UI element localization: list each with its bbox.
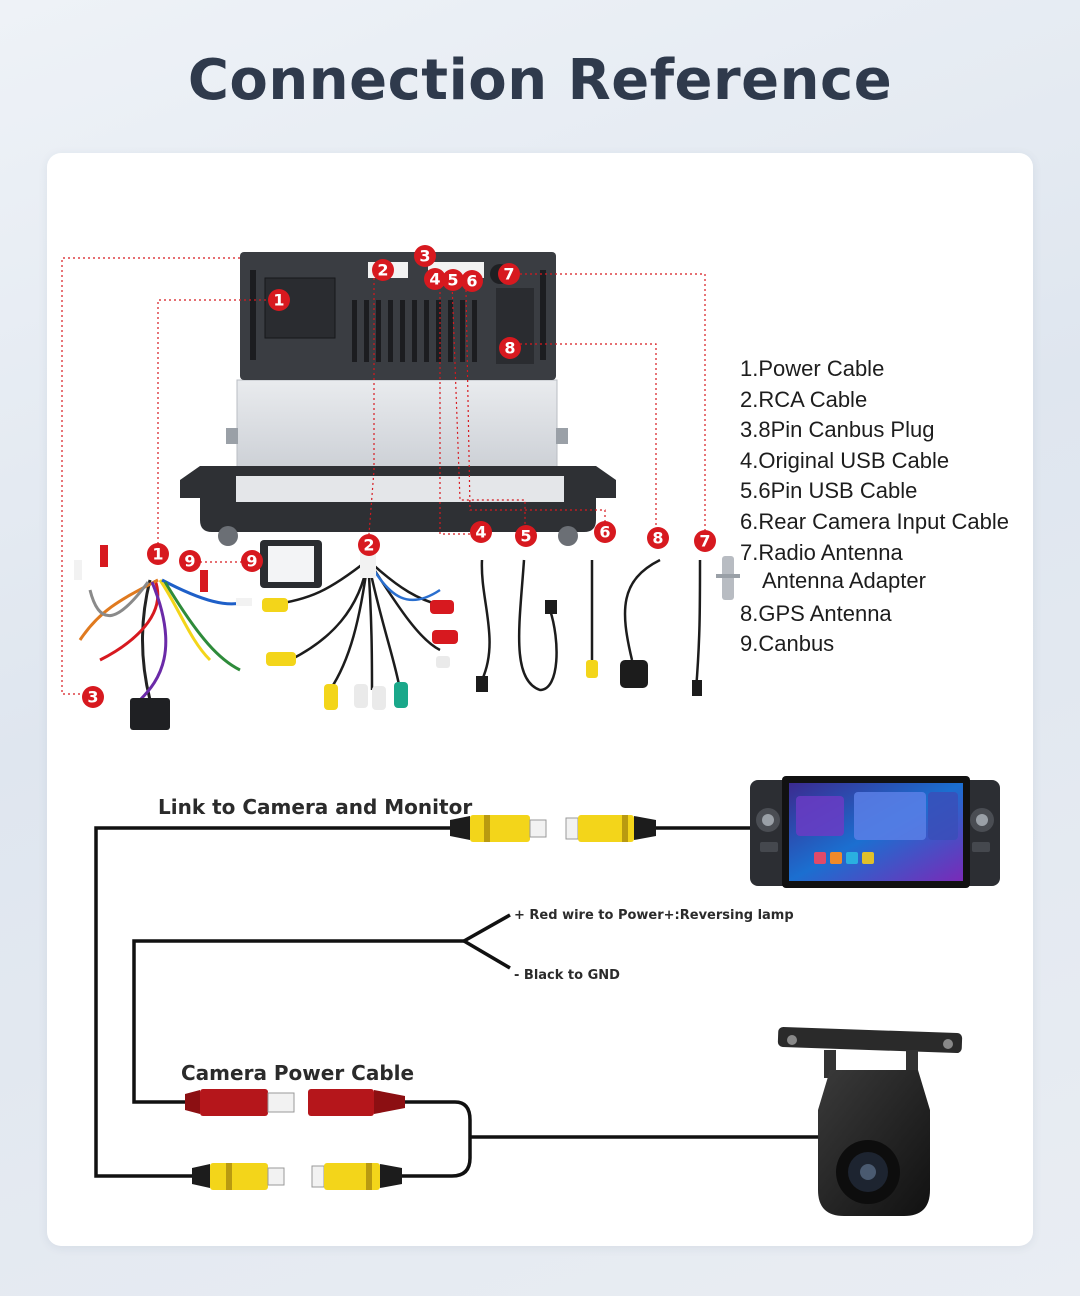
power-caption: Camera Power Cable [181, 1061, 414, 1085]
badge-1-label: 1 [273, 291, 284, 310]
badge-6-label: 6 [466, 272, 477, 291]
antenna-adapter [716, 556, 740, 600]
badge-6-cable-label: 6 [599, 523, 610, 542]
legend-item: 3.8Pin Canbus Plug [740, 415, 1060, 446]
camera-wiring [96, 828, 820, 1176]
rear-camera [778, 1027, 963, 1216]
red-wire-note: + Red wire to Power+:Reversing lamp [514, 908, 794, 923]
badge-5-cable: 5 [515, 525, 537, 547]
legend-item: 2.RCA Cable [740, 385, 1060, 416]
badge-9-box-label: 9 [246, 552, 257, 571]
legend-item-label: 8.GPS Antenna [740, 601, 892, 626]
badge-7-cable: 7 [694, 530, 716, 552]
badge-7-label: 7 [503, 265, 514, 284]
badge-2: 2 [372, 259, 394, 281]
badge-1-cable: 1 [147, 543, 169, 565]
badge-3: 3 [414, 245, 436, 267]
usb-plug [545, 600, 557, 614]
legend-item-label: 4.Original USB Cable [740, 448, 949, 473]
canbus-box [260, 540, 322, 588]
usb-plug [476, 676, 488, 692]
gps-antenna-puck [620, 660, 648, 688]
badge-1-cable-label: 1 [152, 545, 163, 564]
legend-item-label: 6.Rear Camera Input Cable [740, 509, 1009, 534]
power-plug [130, 698, 170, 730]
link-caption: Link to Camera and Monitor [158, 795, 472, 819]
legend-item: 8.GPS Antenna [740, 599, 1060, 630]
badge-4-cable: 4 [470, 521, 492, 543]
legend-item-label: 7.Radio Antenna [740, 540, 903, 565]
legend-item-label: 1.Power Cable [740, 356, 884, 381]
legend-item: 5.6Pin USB Cable [740, 476, 1060, 507]
badge-4-cable-label: 4 [475, 523, 486, 542]
badge-3-label: 3 [419, 247, 430, 266]
badge-7: 7 [498, 263, 520, 285]
badge-2-cable-label: 2 [363, 536, 374, 555]
black-wire-note: - Black to GND [514, 968, 620, 983]
rca-plug-link-right [566, 815, 656, 842]
badge-7-cable-label: 7 [699, 532, 710, 551]
badge-5: 5 [442, 269, 464, 291]
power-harness [80, 580, 250, 700]
legend-item-label: 5.6Pin USB Cable [740, 478, 917, 503]
badge-1: 1 [268, 289, 290, 311]
legend-item-sublabel: Antenna Adapter [740, 566, 1060, 596]
badge-9-box: 9 [241, 550, 263, 572]
legend-item: 9.Canbus [740, 629, 1060, 660]
badge-2-cable: 2 [358, 534, 380, 556]
badge-8-cable: 8 [647, 527, 669, 549]
badge-4-label: 4 [429, 270, 440, 289]
badge-6: 6 [461, 270, 483, 292]
badge-8: 8 [499, 337, 521, 359]
rca-plug-camera-left [192, 1163, 284, 1190]
badge-8-cable-label: 8 [652, 529, 663, 548]
head-unit-rear [180, 252, 616, 546]
badge-6-cable: 6 [594, 521, 616, 543]
legend-item-label: 9.Canbus [740, 631, 834, 656]
legend-item: 1.Power Cable [740, 354, 1060, 385]
legend-item: 4.Original USB Cable [740, 446, 1060, 477]
badge-9-cable-label: 9 [184, 552, 195, 571]
legend-item-label: 2.RCA Cable [740, 387, 867, 412]
badge-3-cable-label: 3 [87, 688, 98, 707]
badge-5-cable-label: 5 [520, 527, 531, 546]
badge-9-cable: 9 [179, 550, 201, 572]
dc-plug-left [185, 1089, 294, 1116]
dc-plug-right [308, 1089, 405, 1116]
legend-item: 6.Rear Camera Input Cable [740, 507, 1060, 538]
rca-plug-camera-right [312, 1163, 402, 1190]
car-stereo-monitor [750, 776, 1000, 888]
badge-5-label: 5 [447, 271, 458, 290]
badge-8-label: 8 [504, 339, 515, 358]
rca-plug-link-left [450, 815, 546, 842]
badge-3-cable: 3 [82, 686, 104, 708]
legend-item-label: 3.8Pin Canbus Plug [740, 417, 934, 442]
cable-legend: 1.Power Cable 2.RCA Cable 3.8Pin Canbus … [740, 354, 1060, 660]
badge-2-label: 2 [377, 261, 388, 280]
antenna-plug [692, 680, 702, 696]
camera-input-plug [586, 660, 598, 678]
